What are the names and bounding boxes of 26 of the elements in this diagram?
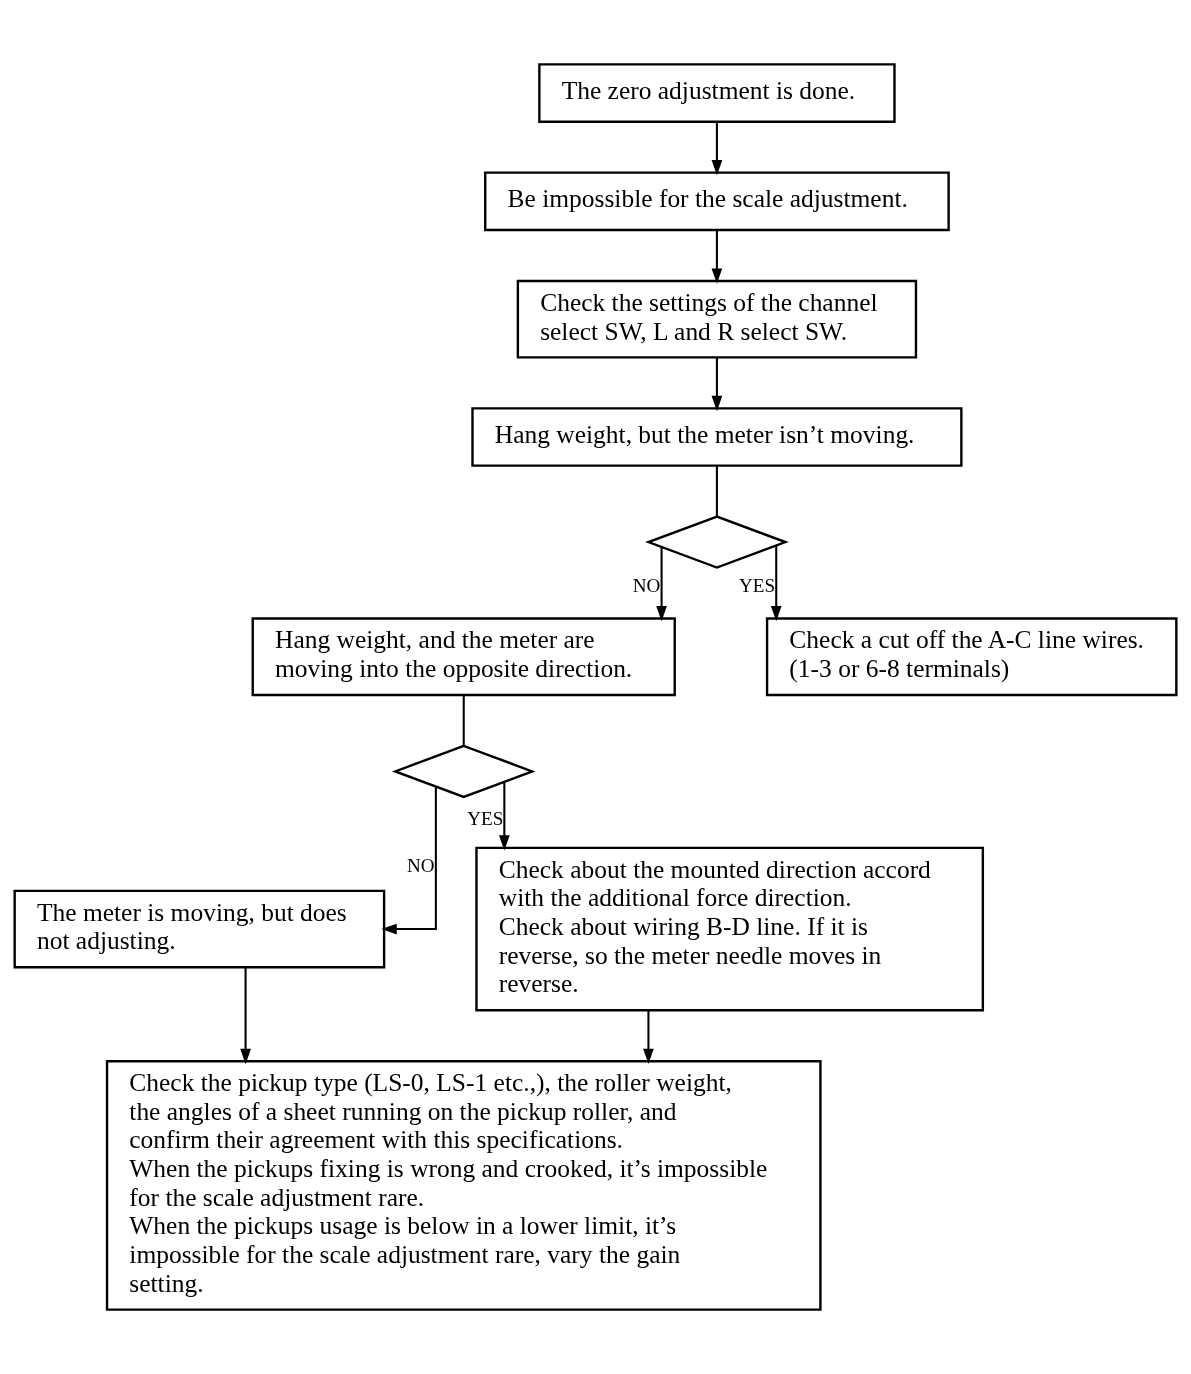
- node-box: Check about the mounted direction accord with the additional force direction. Check about wiring B-D line. If it is reverse, so the meter needle moves in reverse.: [475, 846, 985, 1012]
- edge-label: YES: [467, 807, 504, 829]
- node-diamond: [645, 515, 789, 569]
- arrow: [711, 230, 723, 284]
- arrow: [711, 357, 723, 412]
- node-box: Check the settings of the channel select SW, L and R select SW.: [516, 279, 918, 359]
- edge-label: NO: [632, 575, 661, 597]
- arrow: [498, 782, 510, 851]
- node-box: Hang weight, and the meter are moving into the opposite direction.: [251, 617, 676, 697]
- arrow: [770, 545, 782, 622]
- arrow: [643, 1010, 654, 1065]
- connector: [462, 695, 465, 746]
- node-diamond: [391, 744, 536, 799]
- node-box: The meter is moving, but does not adjusting.: [13, 889, 386, 969]
- connector: [715, 465, 718, 517]
- node-box: Check the pickup type (LS-0, LS-1 etc.,), the roller weight, the angles of a sheet running on the pickup roller, and confirm their agreement with this specifications. When the pickups fixing is wrong and crooked, it’s impossible for the scale adjustment rare. When the pickups usage is below in a lower limit, it’s impossible for the scale adjustment rare, vary the gain setting.: [105, 1060, 822, 1311]
- edge-label: YES: [739, 574, 776, 596]
- node-box: Check a cut off the A-C line wires. (1-3 or 6-8 terminals): [765, 617, 1178, 697]
- edge-label: NO: [406, 855, 435, 877]
- node-box: The zero adjustment is done.: [538, 63, 896, 123]
- arrow: [240, 967, 251, 1065]
- arrow: [656, 547, 667, 622]
- node-box: Be impossible for the scale adjustment.: [484, 171, 950, 232]
- node-box: Hang weight, but the meter isn’t moving.: [471, 407, 963, 467]
- arrow: [381, 786, 437, 935]
- arrow: [711, 122, 723, 176]
